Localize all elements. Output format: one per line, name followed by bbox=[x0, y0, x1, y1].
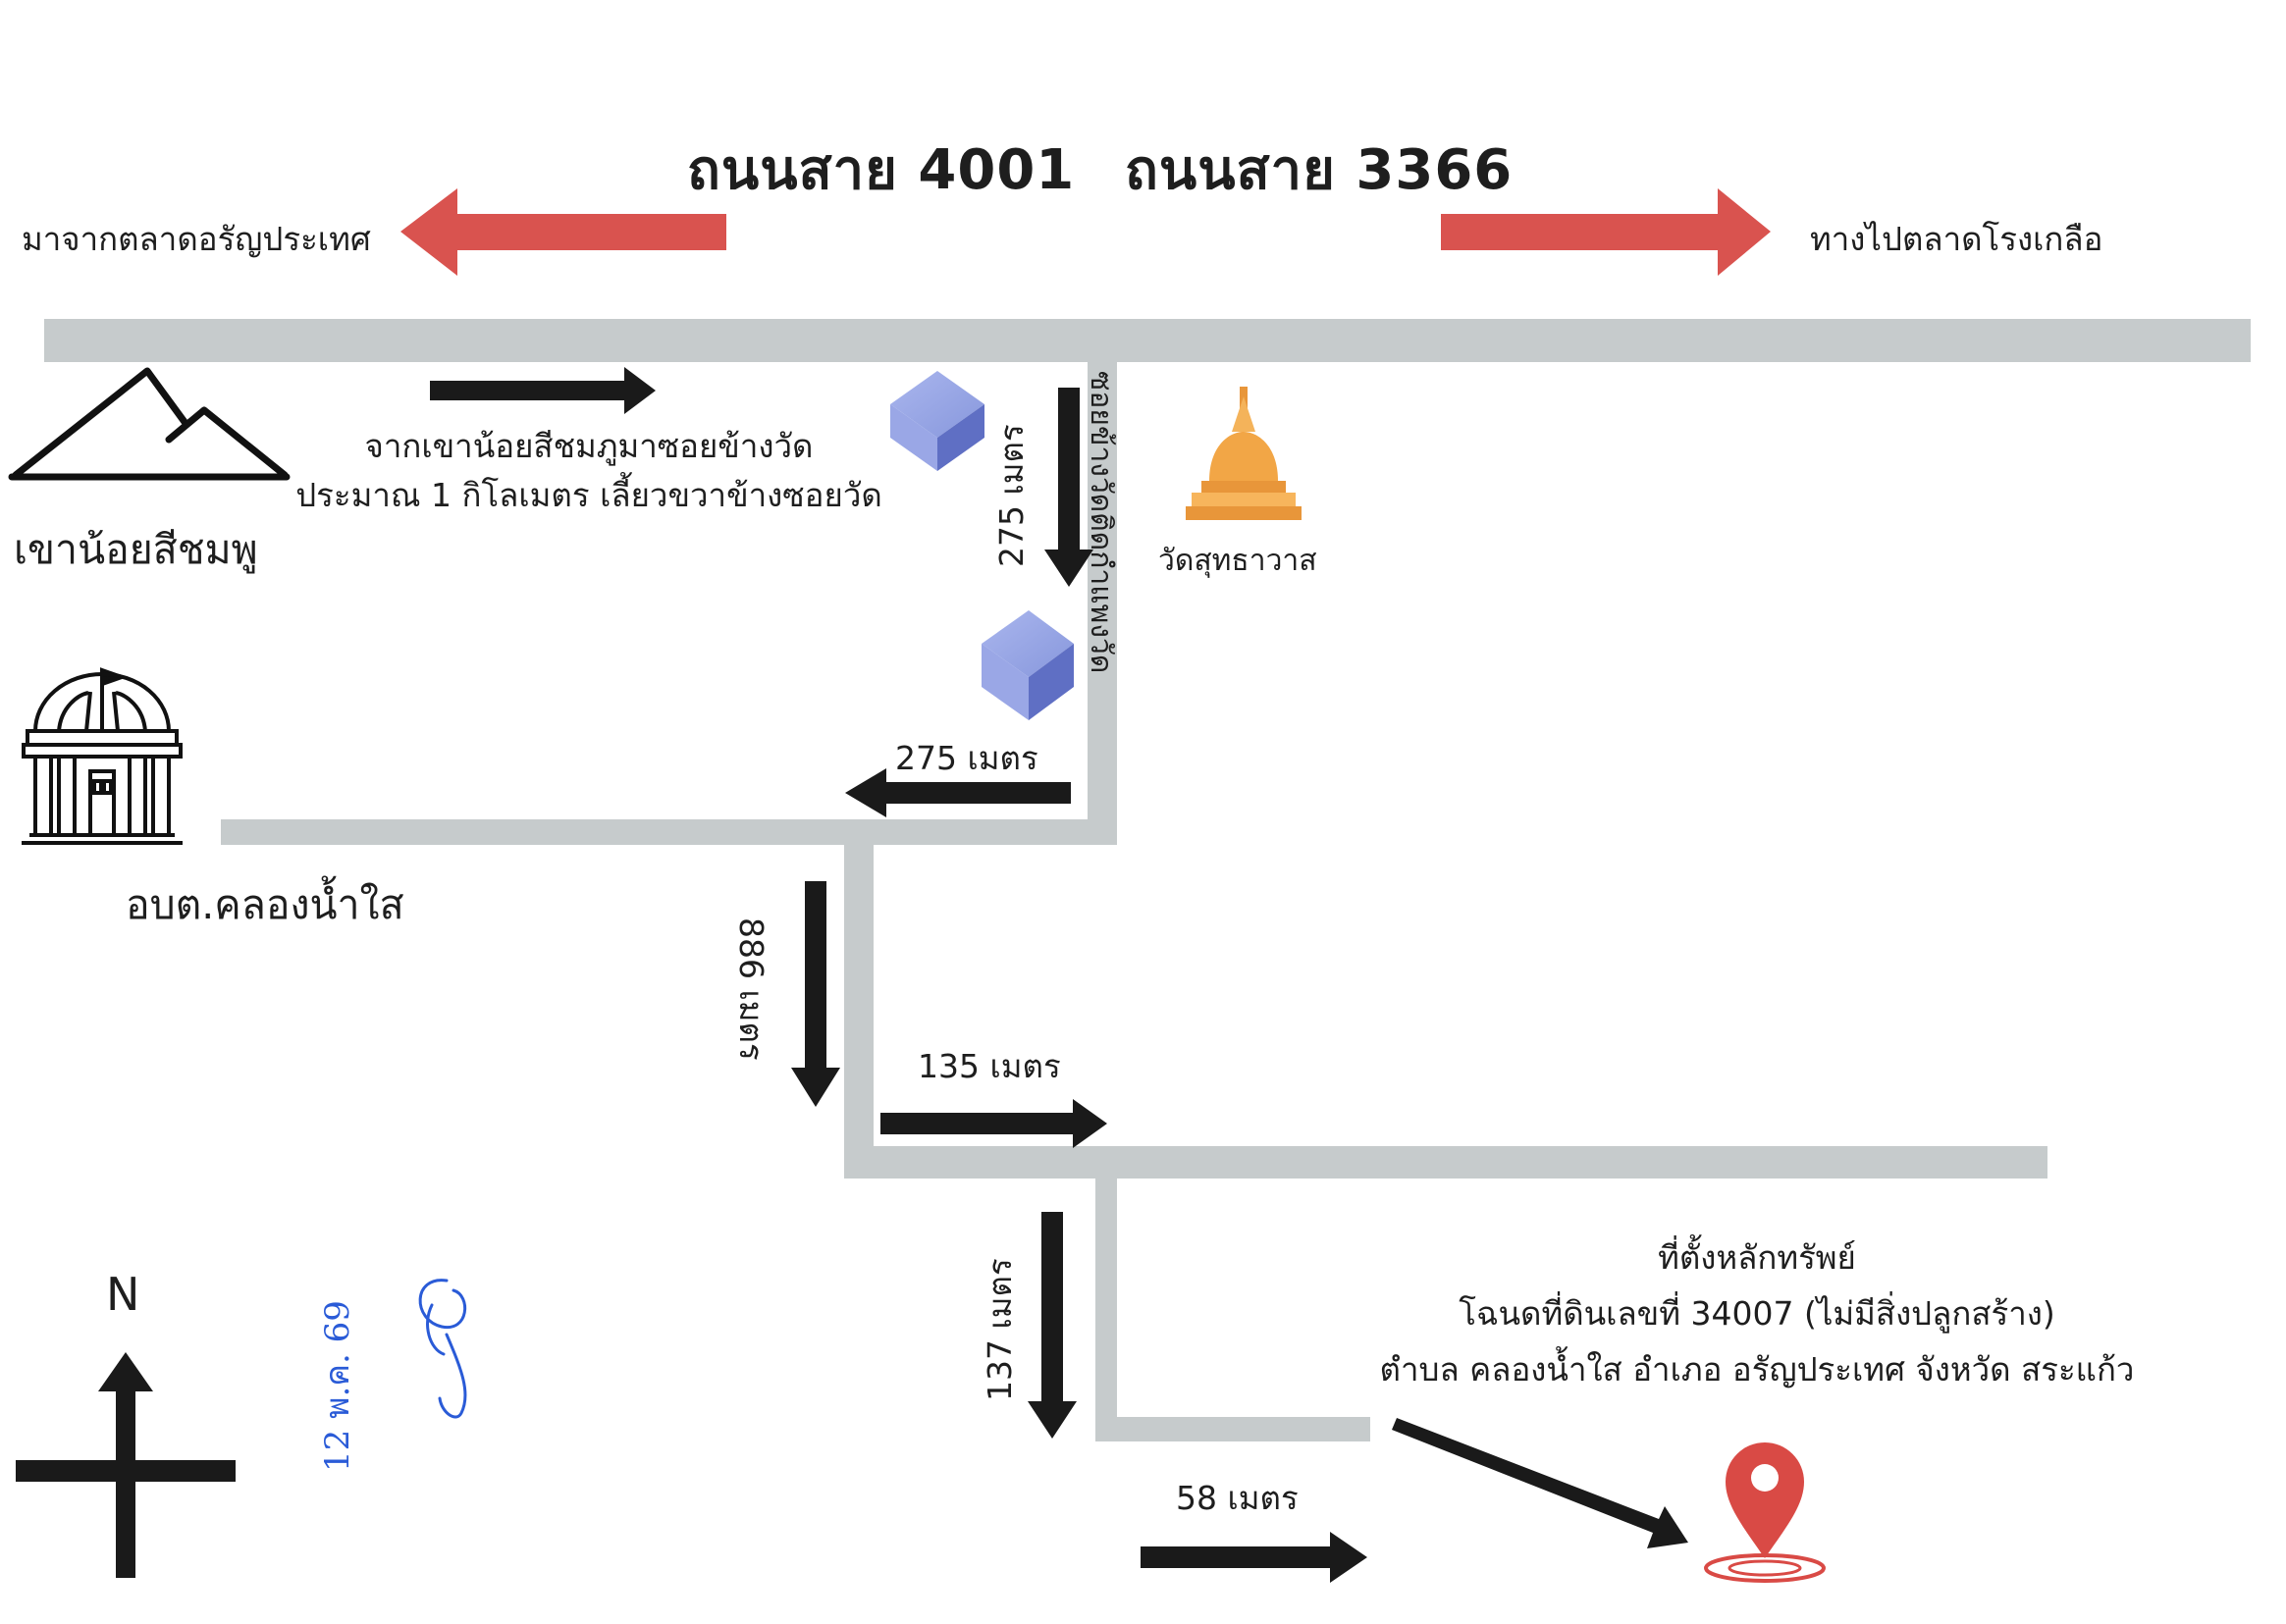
compass-cross bbox=[16, 1352, 236, 1578]
temple-stupa-icon bbox=[1186, 387, 1302, 520]
distance-label-2: 275 เมตร bbox=[895, 739, 1038, 777]
arrow-right-2 bbox=[880, 1099, 1107, 1148]
cube-icon bbox=[982, 610, 1074, 720]
office-label: อบต.คลองน้ำใส bbox=[126, 881, 404, 928]
office-road bbox=[221, 819, 1117, 845]
distance-label-6: 58 เมตร bbox=[1176, 1479, 1299, 1517]
property-title: ที่ตั้งหลักทรัพย์ bbox=[1658, 1238, 1856, 1277]
cube-icon bbox=[890, 371, 984, 471]
distance-label-5: 137 เมตร bbox=[981, 1258, 1019, 1401]
arrow-right-3 bbox=[1141, 1532, 1367, 1583]
compass-north-label: N bbox=[106, 1268, 140, 1321]
road-4001-title: ถนนสาย 4001 bbox=[687, 138, 1076, 202]
directions-line-1: จากเขาน้อยสีชมภูมาซอยข้างวัด bbox=[364, 427, 814, 465]
directions-line-2: ประมาณ 1 กิโลเมตร เลี้ยวขวาข้างซอยวัด bbox=[295, 476, 882, 514]
plot-road bbox=[1095, 1417, 1370, 1441]
main-road bbox=[44, 319, 2251, 362]
to-market-label: ทางไปตลาดโรงเกลือ bbox=[1810, 220, 2103, 258]
road-3366-title: ถนนสาย 3366 bbox=[1125, 138, 1514, 202]
property-deed: โฉนดที่ดินเลขที่ 34007 (ไม่มีสิ่งปลูกสร้… bbox=[1459, 1294, 2055, 1333]
roads bbox=[44, 319, 2251, 1441]
red-arrow-right bbox=[1441, 188, 1771, 276]
distance-label-3: 886 เมตร bbox=[732, 917, 771, 1061]
location-pin-icon bbox=[1704, 1442, 1826, 1583]
arrow-down-2 bbox=[791, 881, 840, 1107]
arrow-right-1 bbox=[430, 367, 656, 414]
temple-label: วัดสุทธาวาส bbox=[1158, 544, 1317, 578]
arrow-left-1 bbox=[845, 768, 1071, 817]
arrow-down-1 bbox=[1044, 388, 1093, 587]
mountain-label: เขาน้อยสีชมพู bbox=[14, 526, 258, 573]
temple-soi-road bbox=[1088, 362, 1117, 845]
from-market-label: มาจากตลาดอรัญประเทศ bbox=[22, 220, 371, 258]
soi-road-down bbox=[844, 845, 874, 1177]
handwritten-signature bbox=[418, 1279, 467, 1419]
plot-road-down bbox=[1095, 1179, 1117, 1441]
property-address: ตำบล คลองน้ำใส อำเภอ อรัญประเทศ จังหวัด … bbox=[1379, 1350, 2135, 1388]
lower-road bbox=[844, 1146, 2047, 1179]
soi-road-label: ซอยข้างวัดติดกำแพงวัด bbox=[1084, 371, 1118, 674]
distance-label-4: 135 เมตร bbox=[918, 1047, 1061, 1085]
distance-label-1: 275 เมตร bbox=[992, 424, 1031, 567]
office-building-icon bbox=[22, 667, 183, 845]
arrow-diagonal-to-pin bbox=[1392, 1418, 1688, 1548]
handwritten-date: 12 พ.ค. 69 bbox=[318, 1300, 357, 1472]
arrow-down-3 bbox=[1028, 1212, 1077, 1439]
mountain-icon bbox=[8, 367, 291, 481]
route-arrows bbox=[430, 367, 1688, 1583]
red-arrow-left bbox=[400, 188, 726, 276]
